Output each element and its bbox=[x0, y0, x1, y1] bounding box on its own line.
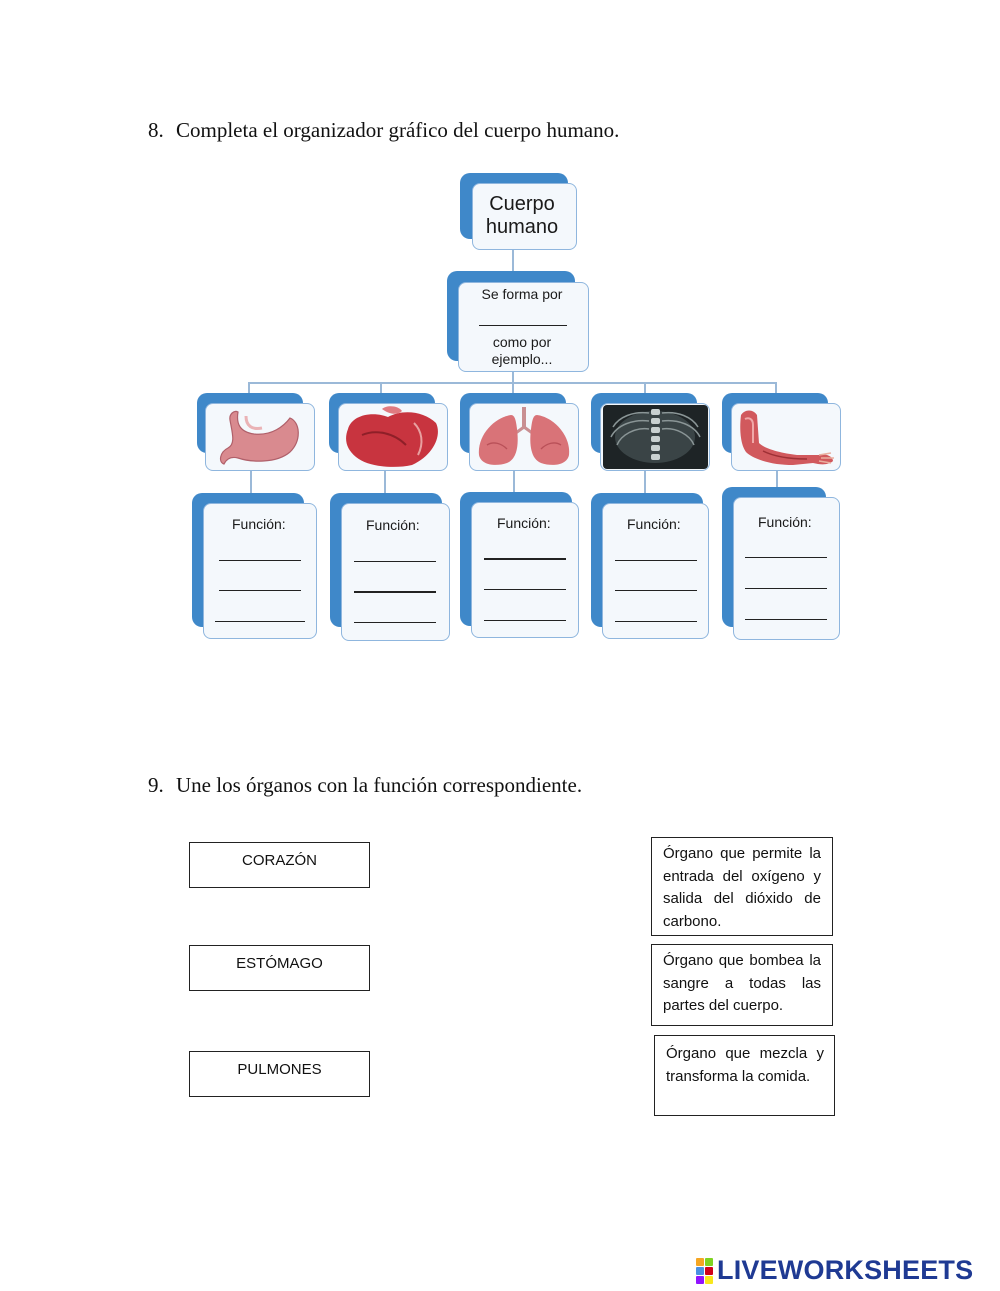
question-9-text: Une los órganos con la función correspon… bbox=[176, 773, 583, 797]
description-text-1: Órgano que permite la entrada del oxígen… bbox=[663, 845, 821, 930]
connector-middle-bus bbox=[512, 372, 514, 383]
function-3-blank-2[interactable] bbox=[484, 589, 566, 590]
function-1-blank-3[interactable] bbox=[215, 621, 305, 622]
connector-drop-5 bbox=[775, 382, 777, 394]
connector-organ-4 bbox=[644, 471, 646, 493]
organ-box-estomago[interactable]: ESTÓMAGO bbox=[189, 945, 370, 991]
middle-bottom-line1: como por bbox=[492, 334, 552, 350]
connector-drop-3 bbox=[512, 382, 514, 394]
question-8-text: Completa el organizador gráfico del cuer… bbox=[176, 118, 620, 142]
middle-bottom-text: como por ejemplo... bbox=[458, 334, 586, 368]
function-1-blank-2[interactable] bbox=[219, 590, 301, 591]
stomach-image bbox=[219, 410, 299, 465]
function-5-blank-3[interactable] bbox=[745, 619, 827, 620]
liveworksheets-logo-icon bbox=[696, 1257, 713, 1284]
function-label-1: Función: bbox=[232, 516, 286, 532]
root-box bbox=[472, 183, 577, 250]
function-label-3: Función: bbox=[497, 515, 551, 531]
lungs-image bbox=[478, 407, 570, 465]
function-3-blank-3[interactable] bbox=[484, 620, 566, 621]
function-label-2: Función: bbox=[366, 517, 420, 533]
description-box-2[interactable]: Órgano que bombea la sangre a todas las … bbox=[651, 944, 833, 1026]
function-4-blank-3[interactable] bbox=[615, 621, 697, 622]
arm-muscles-image bbox=[740, 410, 834, 465]
function-box-1 bbox=[203, 503, 317, 639]
function-box-2 bbox=[341, 503, 450, 641]
root-label-line2: humano bbox=[485, 216, 559, 238]
function-2-blank-2[interactable] bbox=[354, 591, 436, 593]
function-5-blank-1[interactable] bbox=[745, 557, 827, 558]
liveworksheets-logo: LIVEWORKSHEETS bbox=[696, 1255, 973, 1286]
function-2-blank-3[interactable] bbox=[354, 622, 436, 623]
question-9-number: 9. bbox=[148, 773, 164, 797]
function-2-blank-1[interactable] bbox=[354, 561, 436, 562]
description-box-1[interactable]: Órgano que permite la entrada del oxígen… bbox=[651, 837, 833, 936]
function-4-blank-2[interactable] bbox=[615, 590, 697, 591]
function-box-4 bbox=[602, 503, 709, 639]
heart-image bbox=[346, 406, 438, 467]
function-box-5 bbox=[733, 497, 840, 640]
connector-organ-1 bbox=[250, 471, 252, 493]
middle-blank-line[interactable] bbox=[479, 325, 567, 326]
connector-drop-4 bbox=[644, 382, 646, 394]
question-9-title: 9. Une los órganos con la función corresp… bbox=[148, 773, 582, 798]
connector-root-middle bbox=[512, 250, 514, 272]
organ-label-corazon: CORAZÓN bbox=[242, 852, 317, 869]
question-8-number: 8. bbox=[148, 118, 164, 142]
middle-top-text: Se forma por bbox=[481, 286, 563, 302]
middle-bottom-line2: ejemplo... bbox=[491, 351, 553, 367]
organ-label-estomago: ESTÓMAGO bbox=[236, 955, 323, 972]
description-text-2: Órgano que bombea la sangre a todas las … bbox=[663, 952, 821, 1014]
function-1-blank-1[interactable] bbox=[219, 560, 301, 561]
function-label-5: Función: bbox=[758, 514, 812, 530]
organ-box-corazon[interactable]: CORAZÓN bbox=[189, 842, 370, 888]
middle-box bbox=[458, 282, 589, 372]
root-label-line1: Cuerpo bbox=[489, 193, 555, 215]
description-text-3: Órgano que mezcla y transforma la comida… bbox=[666, 1045, 824, 1085]
connector-drop-2 bbox=[380, 382, 382, 394]
root-label: Cuerpo humano bbox=[472, 193, 572, 239]
function-label-4: Función: bbox=[627, 516, 681, 532]
connector-organ-3 bbox=[513, 471, 515, 493]
description-box-3[interactable]: Órgano que mezcla y transforma la comida… bbox=[654, 1035, 835, 1116]
organ-box-pulmones[interactable]: PULMONES bbox=[189, 1051, 370, 1097]
function-4-blank-1[interactable] bbox=[615, 560, 697, 561]
function-5-blank-2[interactable] bbox=[745, 588, 827, 589]
function-box-3 bbox=[471, 502, 579, 638]
liveworksheets-logo-text: LIVEWORKSHEETS bbox=[717, 1255, 974, 1285]
xray-spine-image bbox=[603, 405, 708, 469]
connector-drop-1 bbox=[248, 382, 250, 394]
connector-organ-5 bbox=[776, 471, 778, 489]
connector-organ-2 bbox=[384, 471, 386, 493]
organ-label-pulmones: PULMONES bbox=[237, 1061, 322, 1078]
question-8-title: 8. Completa el organizador gráfico del cu… bbox=[148, 118, 619, 143]
function-3-blank-1[interactable] bbox=[484, 558, 566, 560]
